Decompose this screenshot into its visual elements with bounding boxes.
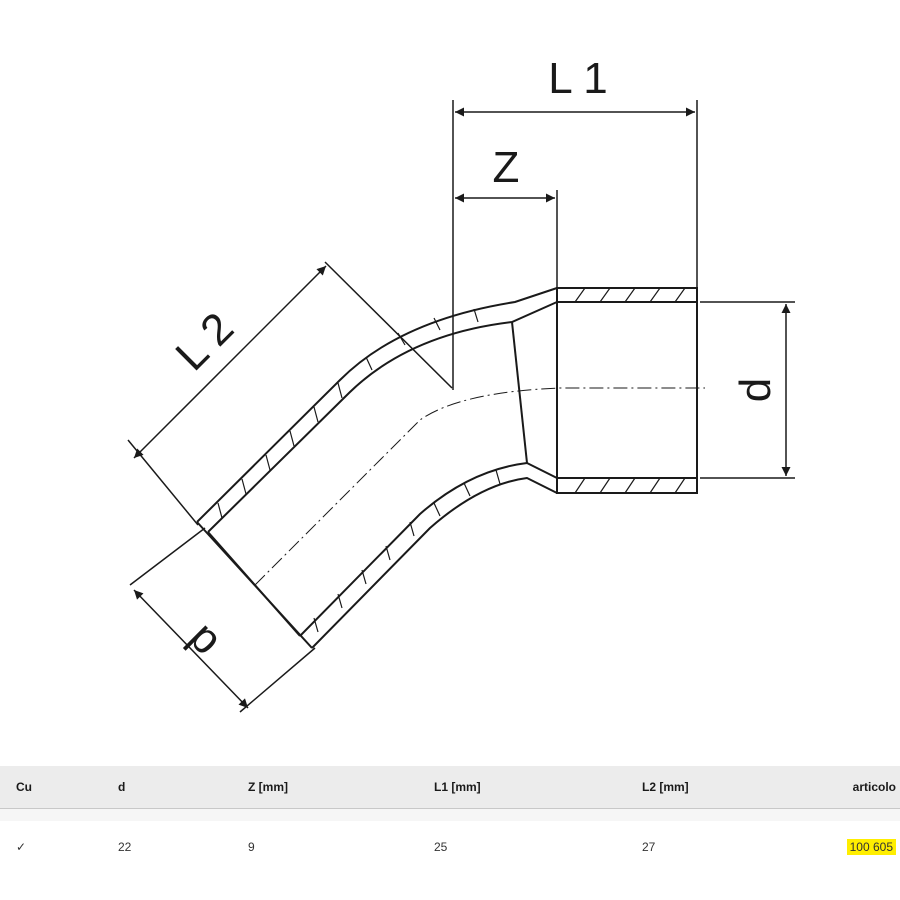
fitting-drawing: L 1 Z d L 2 d <box>127 54 795 713</box>
cell-d: 22 <box>118 840 132 854</box>
spec-table: Cu d Z [mm] L1 [mm] L2 [mm] articolo ✓ 2… <box>0 766 900 873</box>
header-cu: Cu <box>16 780 32 794</box>
socket-outer <box>556 287 698 494</box>
dimension-l1: L 1 <box>452 54 698 390</box>
bend-upper-inner <box>207 301 558 533</box>
dimension-d-right: d <box>700 301 795 479</box>
wall-hatching <box>217 287 686 633</box>
dimension-z: Z <box>455 143 558 288</box>
label-l2: L 2 <box>166 303 243 380</box>
label-z: Z <box>493 143 520 192</box>
cell-cu: ✓ <box>16 840 27 854</box>
header-d: d <box>118 780 126 794</box>
header-articolo: articolo <box>852 780 896 794</box>
centerline <box>254 387 705 586</box>
dimension-l2: L 2 <box>127 261 453 526</box>
table-row: ✓ 22 9 25 27 100 605 <box>0 821 900 873</box>
table-spacer <box>0 809 900 821</box>
label-l1: L 1 <box>548 54 608 103</box>
cell-l1: 25 <box>434 840 448 854</box>
cell-l2: 27 <box>642 840 656 854</box>
header-l1: L1 [mm] <box>434 780 481 794</box>
bend-lower-outer <box>311 476 558 649</box>
header-l2: L2 [mm] <box>642 780 689 794</box>
table-header: Cu d Z [mm] L1 [mm] L2 [mm] articolo <box>0 766 900 809</box>
cell-z: 9 <box>248 840 255 854</box>
bend-lower-inner <box>299 461 558 637</box>
cell-articolo[interactable]: 100 605 <box>846 839 896 855</box>
bend-upper-outer <box>196 287 558 523</box>
fitting-body <box>196 287 698 649</box>
label-d-right: d <box>731 378 780 402</box>
header-z: Z [mm] <box>248 780 288 794</box>
